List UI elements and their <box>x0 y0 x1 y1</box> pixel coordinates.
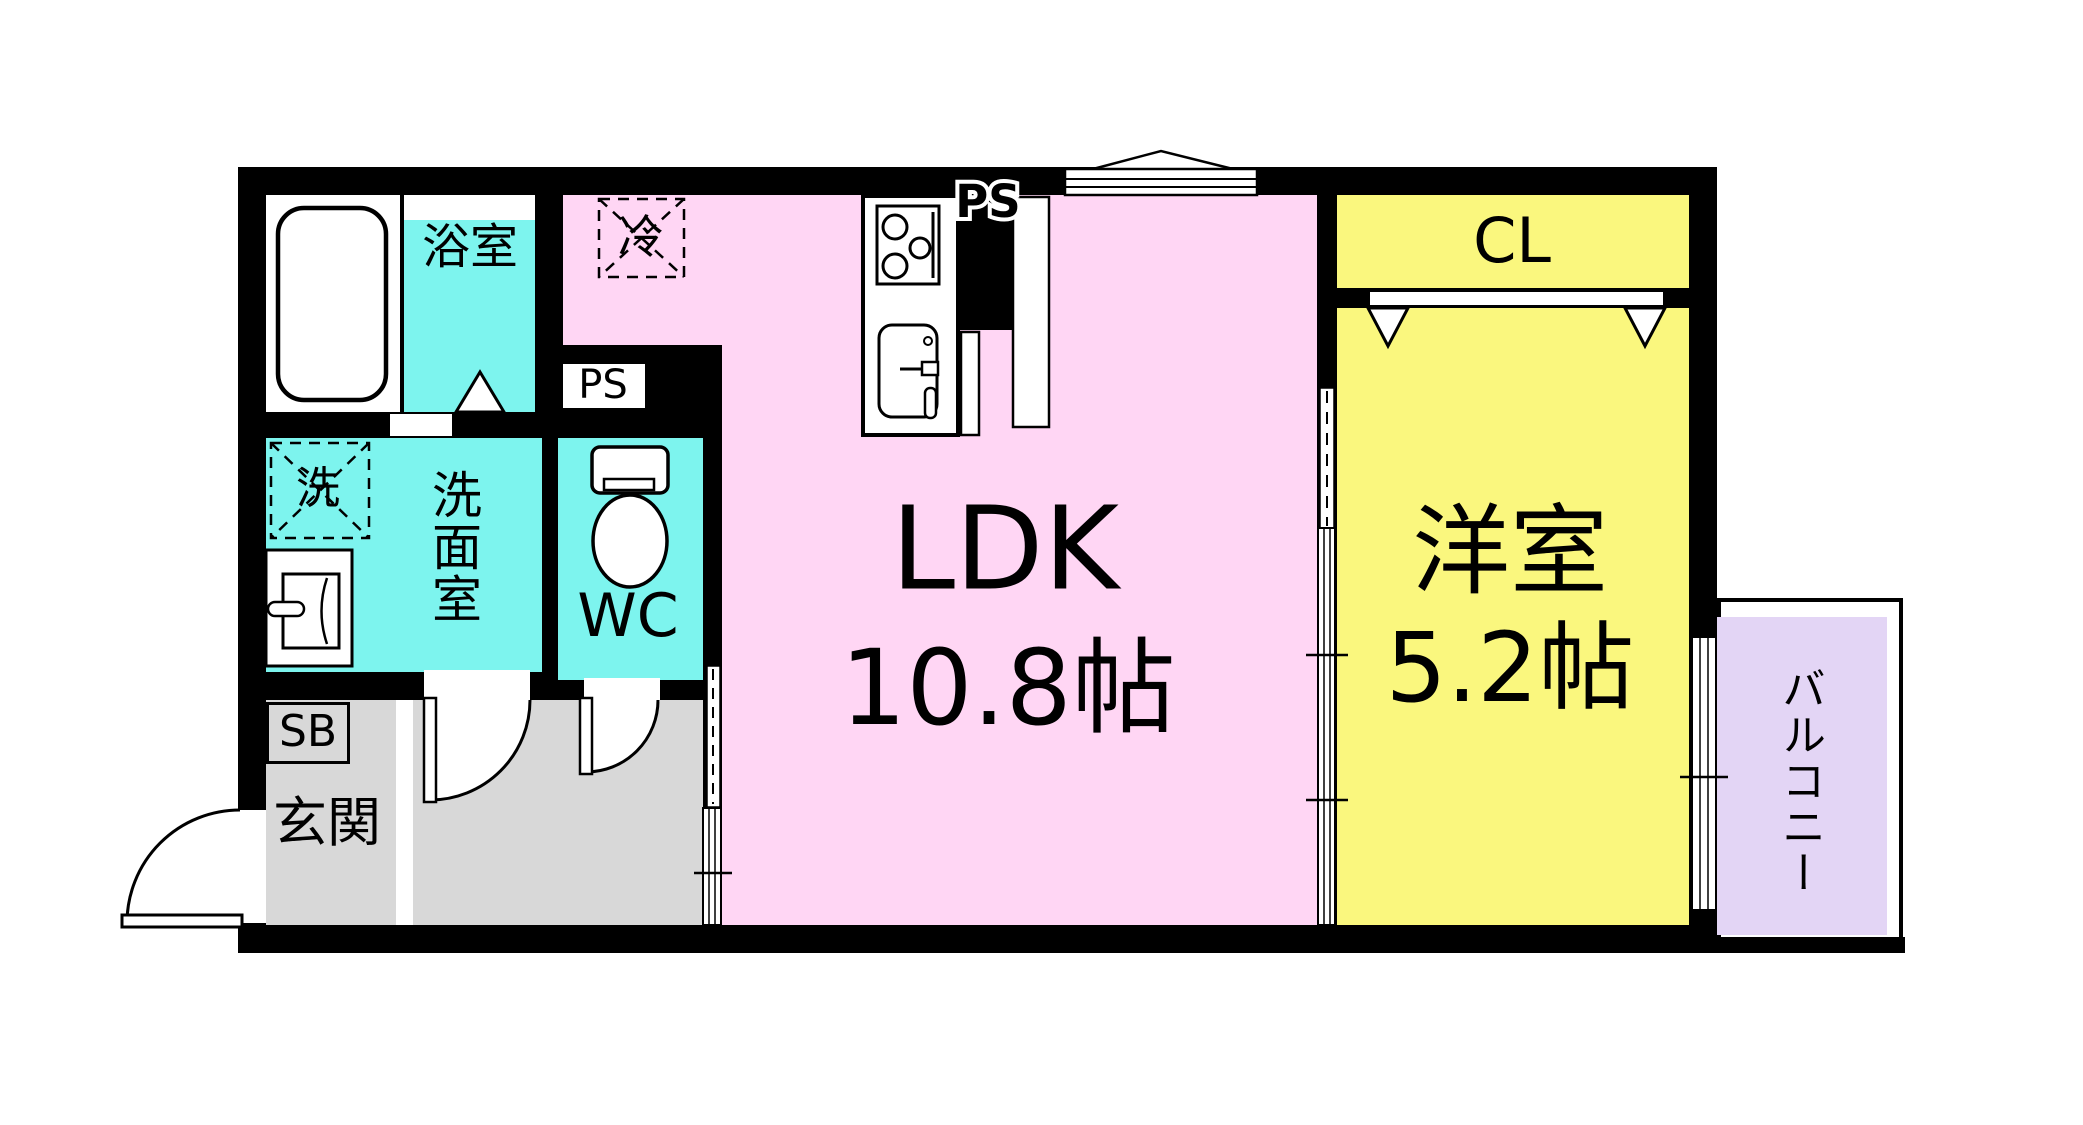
room-western <box>1337 308 1689 925</box>
ldk-label: LDK <box>890 482 1120 617</box>
kitchen-counter-icon <box>861 194 960 437</box>
pipe-space-toilet-box <box>560 361 648 411</box>
ldk-top-window <box>1063 149 1259 197</box>
entrance-label: 玄関 <box>273 791 381 854</box>
toilet-icon <box>590 445 670 589</box>
balcony-label: バルコニー <box>1774 666 1825 896</box>
washbasin-icon <box>264 548 354 668</box>
bathtub-icon <box>275 205 389 403</box>
balcony-floor <box>1717 617 1887 935</box>
washer-space-label: 洗 <box>296 463 340 514</box>
entrance-step-strip <box>396 700 413 925</box>
wc-door-swing <box>578 678 660 776</box>
closet-door-marker-right <box>1622 306 1668 350</box>
shoe-box-label: SB <box>278 706 338 757</box>
washroom-door-swing <box>422 670 532 804</box>
kitchen-ps-shaft <box>1011 195 1051 429</box>
western-room-label: 洋室 <box>1411 495 1609 609</box>
bathroom-door-marker <box>453 369 507 414</box>
refrigerator-space-box <box>597 197 686 279</box>
washer-space-box <box>269 441 371 540</box>
ldk-western-sliding-door <box>1306 387 1348 926</box>
closet-label: CL <box>1473 204 1551 277</box>
wc-label: WC <box>577 581 679 651</box>
western-room-size-label: 5.2帖 <box>1385 612 1635 724</box>
room-ldk-upper <box>563 195 722 345</box>
hallway-ldk-sliding-door <box>694 665 732 926</box>
pipe-space-toilet-label: PS <box>578 362 628 408</box>
western-balcony-window <box>1680 636 1728 911</box>
pipe-space-kitchen-label: PS <box>955 175 1020 228</box>
closet-door-marker-left <box>1365 306 1411 350</box>
bathroom-label: 浴室 <box>421 219 519 275</box>
bath-door-threshold <box>390 414 452 436</box>
kitchen-wall-stub <box>958 167 1013 330</box>
refrigerator-space-label: 冷 <box>618 210 664 264</box>
ldk-size-label: 10.8帖 <box>840 627 1176 749</box>
room-bathroom <box>404 195 535 412</box>
bathroom-top-ledge <box>404 195 535 220</box>
shoe-box <box>266 702 350 764</box>
closet-opening <box>1368 290 1665 307</box>
room-closet <box>1337 195 1689 288</box>
washroom-label: 洗面室 <box>424 469 482 625</box>
balcony-bottom-wall <box>1717 937 1905 953</box>
entrance-door-swing <box>120 808 244 929</box>
kitchen-duct-strip <box>959 330 981 437</box>
entrance-door-opening <box>239 810 266 923</box>
